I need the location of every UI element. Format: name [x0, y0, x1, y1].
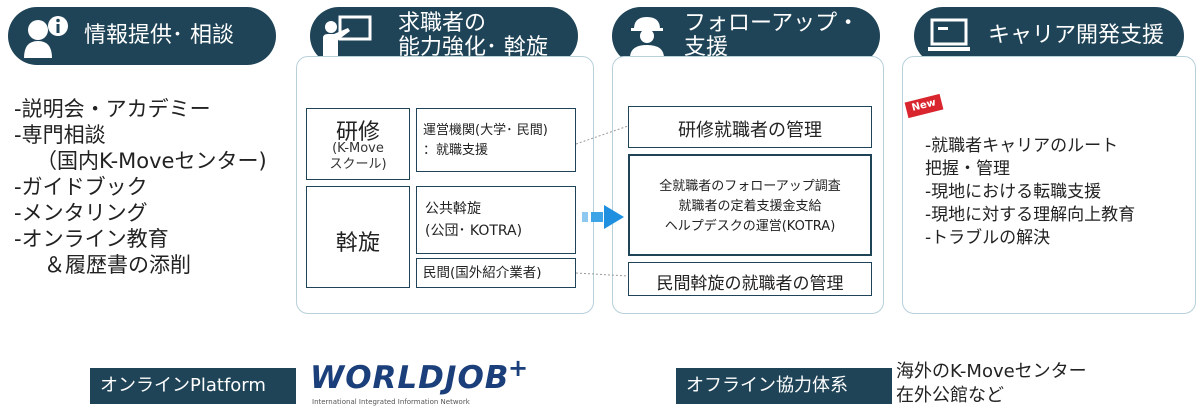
header-career: キャリア開発支援	[914, 7, 1184, 65]
header-skill: 求職者の 能力強化･ 斡旋	[310, 7, 578, 65]
new-badge-label: New	[910, 97, 938, 114]
offline-network-detail: 海外のK-Moveセンター 在外公館など	[896, 360, 1087, 408]
list-item: -就職者キャリアのルート	[925, 136, 1119, 156]
list-item: -現地に対する理解向上教育	[925, 205, 1136, 225]
follow-box-private: 民間斡旋の就職者の管理	[628, 262, 872, 296]
list-item: -ガイドブック	[14, 175, 148, 199]
follow-box-training-label: 研修就職者の管理	[678, 120, 822, 141]
header-career-label: キャリア開発支援	[988, 23, 1165, 48]
list-item: ＆履歴書の添削	[44, 253, 191, 277]
worldjob-logo-plus: +	[508, 354, 529, 382]
header-follow-label: フォローアップ・ 支援	[684, 11, 860, 60]
header-info: 情報提供･ 相談	[8, 7, 276, 65]
public-placement-detail: 公共斡旋 (公団･ KOTRA)	[425, 201, 523, 239]
offline-line-1: 海外のK-Moveセンター	[896, 361, 1087, 382]
offline-network-tag: オフライン協力体系	[676, 368, 892, 404]
private-placement-box: 民間(国外紹介業者)	[416, 258, 576, 288]
list-item: （国内K-Moveセンター)	[36, 149, 267, 173]
training-detail-box: 運営機関(大学･ 民間) ：就職支援	[416, 108, 576, 172]
placement-title: 斡旋	[335, 231, 380, 256]
laptop-icon	[928, 18, 970, 51]
training-title: 研修	[335, 120, 380, 145]
header-info-label: 情報提供･ 相談	[84, 23, 234, 48]
list-item: -説明会・アカデミー	[14, 97, 211, 121]
placement-box: 斡旋	[306, 186, 410, 288]
worldjob-logo-text: WORLDJOB	[310, 360, 510, 396]
training-detail: 運営機関(大学･ 民間) ：就職支援	[423, 123, 548, 158]
follow-box-survey: 全就職者のフォローアップ調査 就職者の定着支援金支給 ヘルプデスクの運営(KOT…	[628, 154, 872, 256]
worldjob-logo: WORLDJOB + International Integrated Info…	[310, 354, 530, 408]
list-item: -メンタリング	[14, 201, 148, 225]
training-sub: (K-Move スクール)	[329, 141, 387, 172]
teacher-board-icon	[323, 15, 372, 58]
header-skill-label: 求職者の 能力強化･ 斡旋	[398, 11, 548, 60]
follow-box-private-label: 民間斡旋の就職者の管理	[656, 274, 844, 294]
worker-icon	[630, 17, 664, 58]
private-placement-detail: 民間(国外紹介業者)	[423, 265, 542, 281]
follow-box-training: 研修就職者の管理	[628, 106, 872, 148]
list-item: 把握・管理	[925, 159, 1010, 179]
list-item: -現地における転職支援	[925, 182, 1102, 202]
follow-box-survey-label: 全就職者のフォローアップ調査 就職者の定着支援金支給 ヘルプデスクの運営(KOT…	[659, 179, 841, 234]
training-box: 研修 (K-Move スクール)	[306, 108, 410, 180]
info-list: -説明会・アカデミー -専門相談 （国内K-Moveセンター) -ガイドブック …	[14, 96, 267, 278]
header-follow: フォローアップ・ 支援	[612, 7, 880, 65]
offline-line-2: 在外公館など	[896, 385, 1004, 406]
online-platform-tag: オンラインPlatform	[90, 368, 296, 404]
right-arrow-icon	[582, 205, 624, 229]
panel-career	[902, 56, 1196, 314]
person-info-icon	[24, 16, 68, 58]
career-list: -就職者キャリアのルート 把握・管理 -現地における転職支援 -現地に対する理解…	[925, 135, 1135, 250]
list-item: -オンライン教育	[14, 227, 169, 251]
list-item: -専門相談	[14, 123, 106, 147]
public-placement-box: 公共斡旋 (公団･ KOTRA)	[416, 186, 576, 254]
worldjob-logo-subtitle: International Integrated Information Net…	[312, 398, 470, 406]
list-item: -トラブルの解決	[925, 228, 1051, 248]
